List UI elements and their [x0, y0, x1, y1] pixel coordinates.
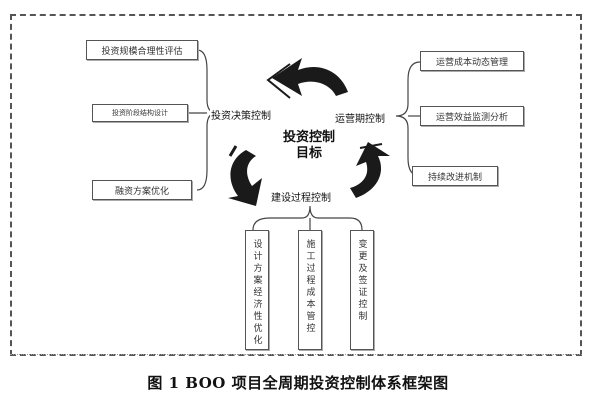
phase-construction-label: 建设过程控制 — [270, 189, 332, 204]
decision-item-financing: 融资方案优化 — [92, 180, 192, 200]
center-goal: 投资控制 目标 — [274, 130, 344, 162]
diagram-frame — [10, 14, 582, 356]
construction-brace — [252, 205, 363, 231]
center-goal-line2: 目标 — [295, 146, 322, 161]
phase-operation-label: 运营期控制 — [334, 110, 386, 125]
construction-item-change: 变更及签证控制 — [350, 230, 374, 350]
construction-item-cost-text: 施工过程成本管控 — [304, 239, 315, 335]
construction-item-change-text: 变更及签证控制 — [356, 239, 367, 323]
arrow-right — [350, 142, 390, 198]
center-goal-line1: 投资控制 — [282, 130, 335, 145]
operation-item-benefit: 运营效益监测分析 — [420, 106, 524, 126]
decision-item-structure: 投资阶段结构设计 — [92, 104, 188, 122]
frame-bottom-border — [10, 354, 582, 355]
phase-decision-label: 投资决策控制 — [210, 107, 272, 122]
decision-item-scale: 投资规模合理性评估 — [86, 40, 198, 60]
construction-item-cost: 施工过程成本管控 — [298, 230, 322, 350]
operation-brace — [395, 61, 421, 177]
arrow-top — [266, 58, 348, 99]
arrow-left — [228, 145, 262, 206]
figure-caption: 图 1 BOO 项目全周期投资控制体系框架图 — [147, 374, 449, 392]
operation-item-cost: 运营成本动态管理 — [420, 51, 524, 71]
construction-item-design-text: 设计方案经济性优化 — [251, 239, 262, 347]
operation-item-improve: 持续改进机制 — [412, 166, 498, 186]
construction-item-design: 设计方案经济性优化 — [245, 230, 269, 350]
